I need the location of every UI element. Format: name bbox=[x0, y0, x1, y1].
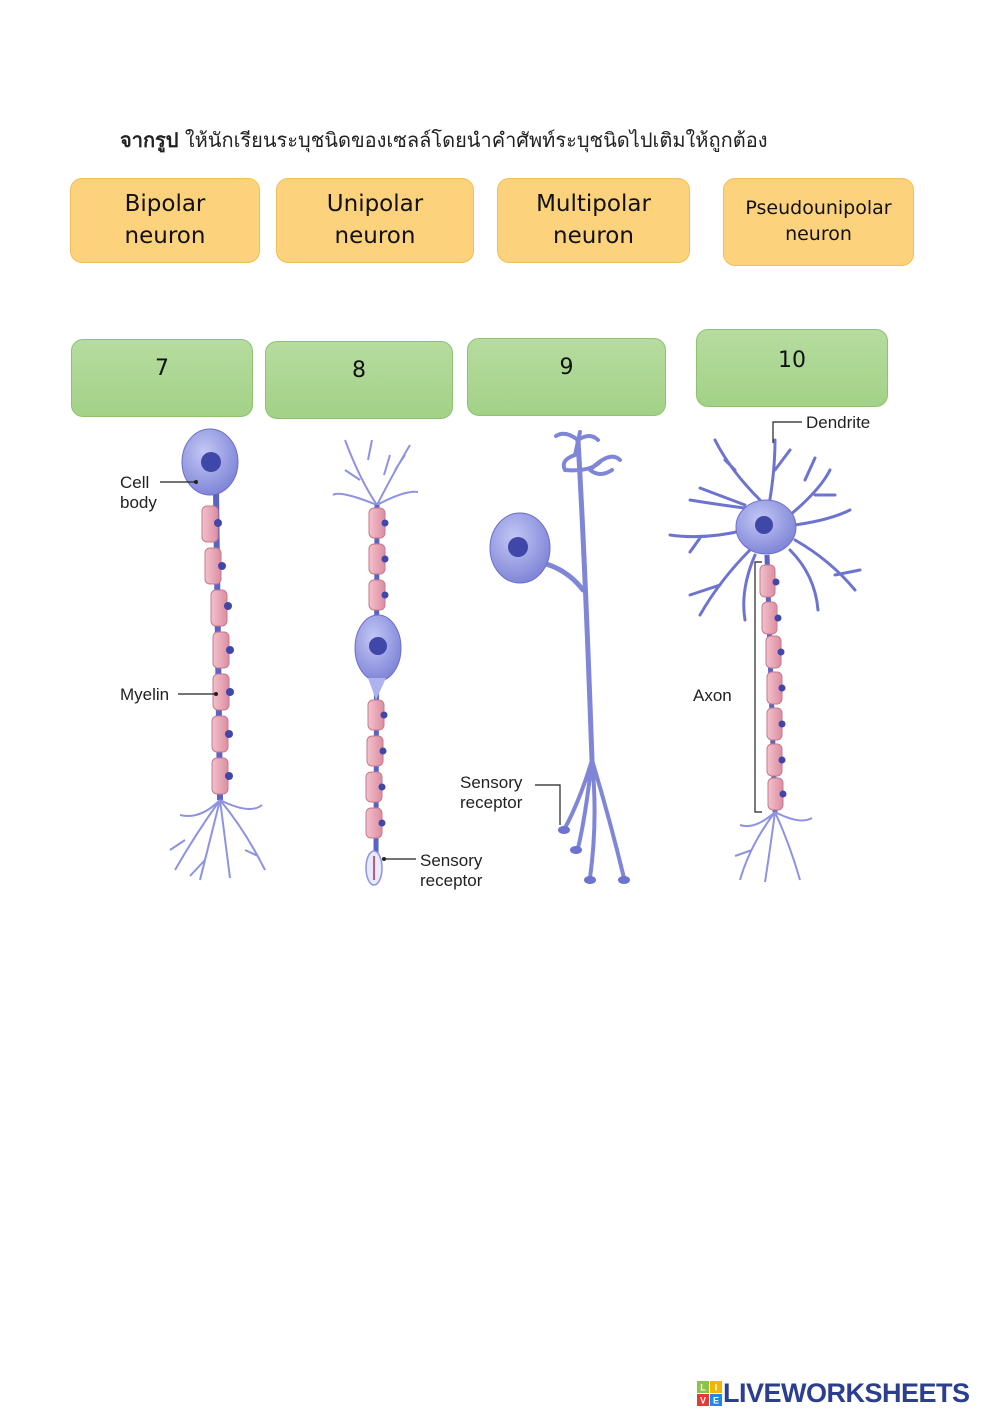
label-myelin: Myelin bbox=[120, 685, 169, 704]
answer-slot-8[interactable]: 8 bbox=[265, 341, 453, 419]
label-cell-body-line2: body bbox=[120, 493, 157, 512]
label-sensory-receptor-b-line1: Sensory bbox=[460, 773, 523, 792]
neuron-bipolar-illustration bbox=[160, 428, 266, 881]
instruction-text: ให้นักเรียนระบุชนิดของเซลล์โดยนำคำศัพท์ร… bbox=[178, 128, 768, 152]
word-line1: Bipolar bbox=[124, 191, 206, 218]
slot-number: 8 bbox=[352, 358, 366, 383]
svg-text:L: L bbox=[700, 1382, 706, 1392]
neuron-pseudounipolar-illustration bbox=[489, 430, 630, 884]
word-line1: Unipolar bbox=[326, 191, 424, 218]
svg-text:I: I bbox=[715, 1382, 718, 1392]
word-line2: neuron bbox=[553, 222, 634, 249]
word-pseudounipolar[interactable]: Pseudounipolar neuron bbox=[723, 178, 914, 266]
neuron-multipolar-illustration bbox=[668, 421, 862, 883]
word-line1: Pseudounipolar bbox=[745, 197, 892, 220]
answer-slot-7[interactable]: 7 bbox=[71, 339, 253, 417]
svg-text:V: V bbox=[700, 1395, 706, 1405]
instruction-bold: จากรูป bbox=[120, 128, 179, 152]
svg-text:E: E bbox=[713, 1395, 719, 1405]
slot-number: 10 bbox=[778, 348, 806, 373]
label-sensory-receptor-a-line2: receptor bbox=[420, 871, 483, 890]
label-sensory-receptor-a-line1: Sensory bbox=[420, 851, 483, 870]
slot-number: 9 bbox=[559, 355, 574, 380]
label-axon: Axon bbox=[693, 686, 732, 705]
label-sensory-receptor-b-line2: receptor bbox=[460, 793, 523, 812]
answer-slot-9[interactable]: 9 bbox=[467, 338, 666, 416]
word-line2: neuron bbox=[124, 222, 206, 249]
instruction: จากรูป ให้นักเรียนระบุชนิดของเซลล์โดยนำค… bbox=[120, 124, 767, 156]
answer-slot-10[interactable]: 10 bbox=[696, 329, 888, 407]
word-multipolar[interactable]: Multipolar neuron bbox=[497, 178, 690, 263]
word-line1: Multipolar bbox=[536, 191, 651, 218]
word-line2: neuron bbox=[785, 223, 852, 245]
slot-number: 7 bbox=[155, 356, 169, 381]
word-unipolar[interactable]: Unipolar neuron bbox=[276, 178, 474, 263]
word-line2: neuron bbox=[334, 222, 416, 249]
brand-text: LIVEWORKSHEETS bbox=[723, 1378, 970, 1408]
label-dendrite: Dendrite bbox=[806, 413, 870, 432]
label-cell-body-line1: Cell bbox=[120, 473, 149, 492]
word-bipolar[interactable]: Bipolar neuron bbox=[70, 178, 260, 263]
neuron-unipolar-illustration bbox=[332, 439, 419, 886]
